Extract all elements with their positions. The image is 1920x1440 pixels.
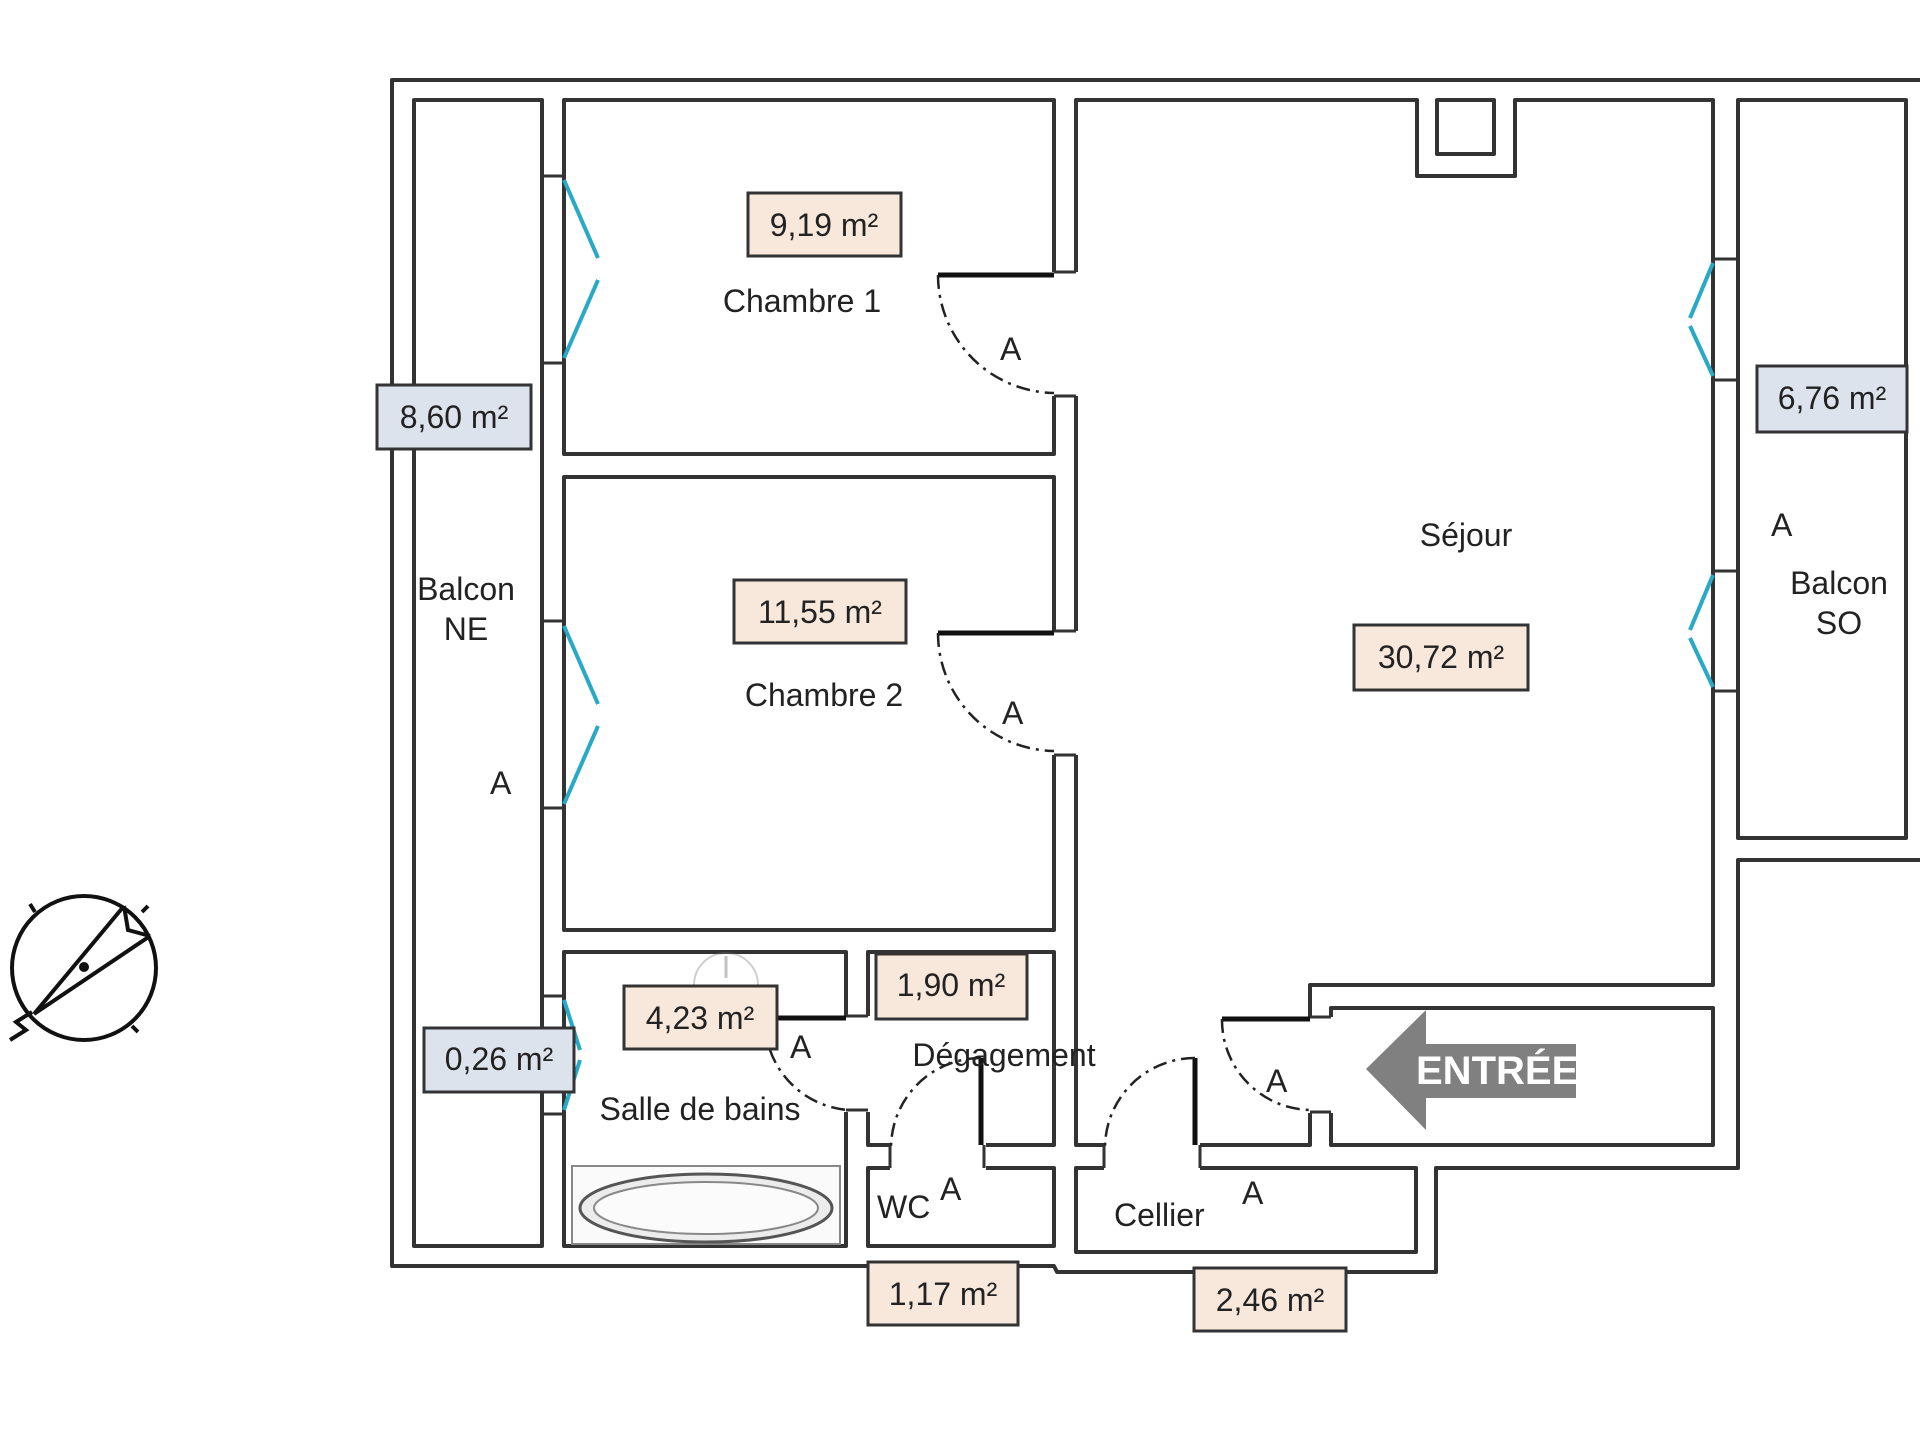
door-marker: A xyxy=(1266,1063,1288,1099)
svg-text:1,17 m²: 1,17 m² xyxy=(889,1276,998,1312)
door-swing-chambre-2 xyxy=(936,632,1055,753)
area-box-chambre-1: 9,19 m² xyxy=(746,191,903,258)
door-marker: A xyxy=(1771,507,1793,543)
area-box-petit-exterieur: 0,26 m² xyxy=(422,1026,576,1094)
door-marker: A xyxy=(1000,331,1022,367)
svg-text:9,19 m²: 9,19 m² xyxy=(770,207,879,243)
svg-text:2,46 m²: 2,46 m² xyxy=(1216,1282,1325,1318)
room-name-balcon-ne-2: NE xyxy=(444,611,488,647)
door-swing-chambre-1 xyxy=(936,274,1055,395)
chimney-duct xyxy=(1435,98,1496,156)
area-box-sejour: 30,72 m² xyxy=(1352,623,1530,692)
area-box-salle-de-bains: 4,23 m² xyxy=(622,984,779,1051)
area-box-cellier: 2,46 m² xyxy=(1192,1266,1348,1333)
bathtub-icon xyxy=(571,1165,841,1245)
room-name-chambre-1: Chambre 1 xyxy=(723,283,881,319)
svg-text:0,26 m²: 0,26 m² xyxy=(445,1041,554,1077)
svg-text:6,76 m²: 6,76 m² xyxy=(1778,380,1887,416)
area-box-chambre-2: 11,55 m² xyxy=(732,578,908,645)
entrance-arrow-icon: ENTRÉE xyxy=(1366,1010,1578,1130)
room-name-wc: WC xyxy=(877,1189,930,1225)
door-marker: A xyxy=(940,1171,962,1207)
cellier xyxy=(1074,1166,1418,1254)
window-chambre-1 xyxy=(542,174,600,365)
room-name-balcon-ne-1: Balcon xyxy=(417,571,515,607)
balcon-ne xyxy=(412,98,544,1248)
door-gap-chambre-1 xyxy=(1052,272,1078,396)
room-name-balcon-so-1: Balcon xyxy=(1790,565,1888,601)
door-gap-cellier xyxy=(1104,1143,1200,1170)
room-name-cellier: Cellier xyxy=(1114,1197,1205,1233)
north-arrow-compass-icon xyxy=(8,894,158,1042)
sejour xyxy=(1074,98,1715,1147)
room-name-sejour: Séjour xyxy=(1420,517,1513,553)
washbasin-icon xyxy=(693,952,759,986)
room-name-chambre-2: Chambre 2 xyxy=(745,677,903,713)
door-marker: A xyxy=(490,765,512,801)
window-chambre-2 xyxy=(542,619,600,810)
entree-label: ENTRÉE xyxy=(1416,1048,1578,1093)
area-box-balcon-so: 6,76 m² xyxy=(1755,364,1909,434)
window-sejour-1 xyxy=(1688,257,1738,382)
door-gap-wc xyxy=(890,1143,986,1170)
area-box-balcon-ne: 8,60 m² xyxy=(375,383,533,451)
door-swing-entree xyxy=(1220,1018,1311,1112)
door-marker: A xyxy=(1002,695,1024,731)
door-swing-wc xyxy=(889,1056,982,1149)
room-name-degagement: Dégagement xyxy=(912,1037,1095,1073)
door-swing-cellier xyxy=(1103,1056,1196,1149)
window-sejour-2 xyxy=(1688,569,1738,693)
svg-text:11,55 m²: 11,55 m² xyxy=(758,594,882,630)
room-name-balcon-so-2: SO xyxy=(1816,605,1862,641)
door-gap-chambre-2 xyxy=(1052,631,1078,755)
door-gap-sdb xyxy=(844,1016,870,1112)
balcon-so xyxy=(1736,98,1908,840)
svg-text:4,23 m²: 4,23 m² xyxy=(646,1000,755,1036)
svg-text:1,90 m²: 1,90 m² xyxy=(897,967,1006,1003)
door-swing-sdb xyxy=(768,1049,849,1112)
area-box-degagement: 1,90 m² xyxy=(874,952,1029,1021)
door-marker: A xyxy=(1242,1175,1264,1211)
door-gap-entree xyxy=(1308,1017,1333,1113)
room-name-salle-de-bains: Salle de bains xyxy=(599,1091,800,1127)
area-box-wc: 1,17 m² xyxy=(866,1260,1020,1327)
svg-text:8,60 m²: 8,60 m² xyxy=(400,399,509,435)
door-marker: A xyxy=(790,1029,812,1065)
svg-text:30,72 m²: 30,72 m² xyxy=(1378,639,1505,675)
